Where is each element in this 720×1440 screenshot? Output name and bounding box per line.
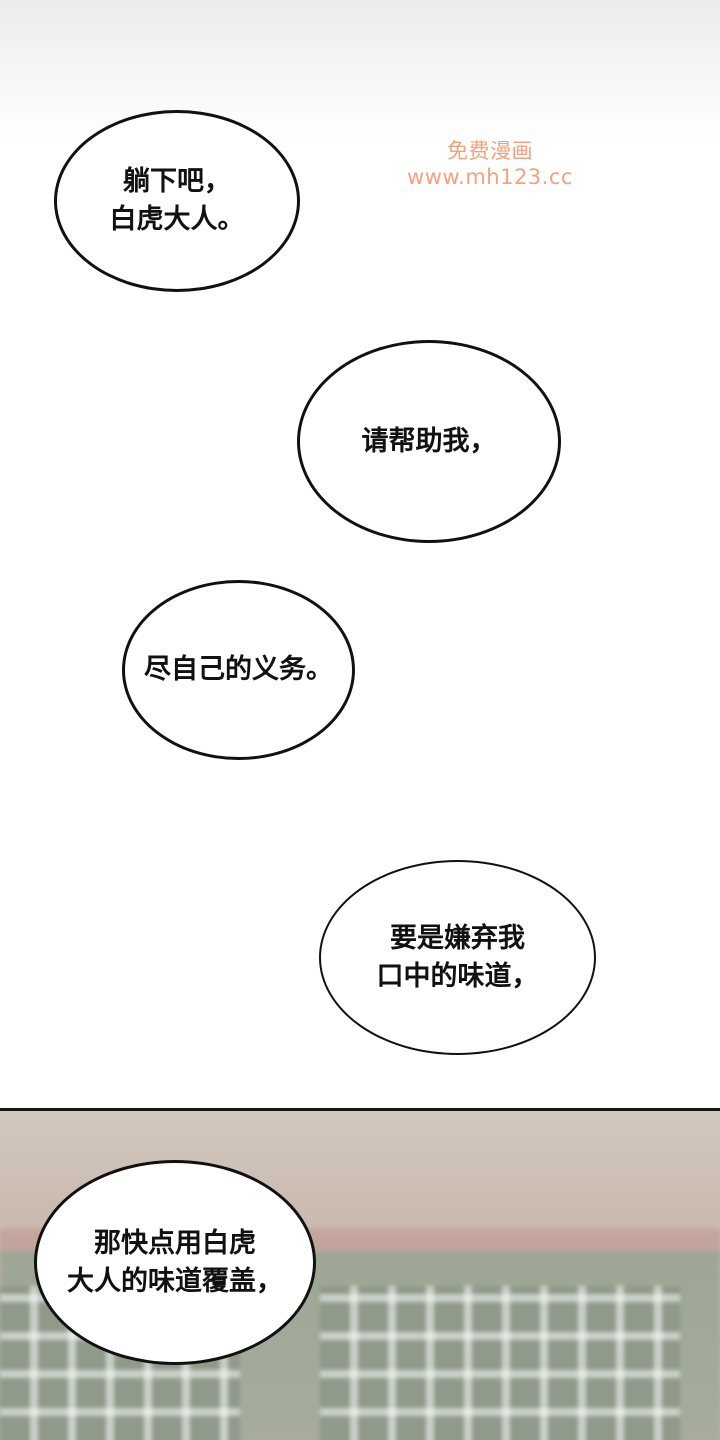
speech-bubble-5: 那快点用白虎 大人的味道覆盖，: [34, 1160, 316, 1365]
watermark-title: 免费漫画: [447, 139, 533, 163]
bubble-1-line-2: 白虎大人。: [109, 204, 245, 235]
bubble-3-line-1: 尽自己的义务。: [144, 654, 333, 685]
bubble-5-line-1: 那快点用白虎: [94, 1227, 256, 1259]
speech-bubble-4: 要是嫌弃我 口中的味道，: [319, 860, 596, 1055]
bubble-4-line-1: 要是嫌弃我: [390, 922, 525, 954]
bubble-5-line-2: 大人的味道覆盖，: [67, 1265, 283, 1297]
top-gradient: [0, 0, 720, 140]
watermark: 免费漫画 www.mh123.cc: [390, 138, 590, 190]
lattice-window-right: [320, 1286, 680, 1440]
speech-bubble-3: 尽自己的义务。: [122, 580, 355, 760]
watermark-url: www.mh123.cc: [407, 165, 573, 189]
bubble-4-line-2: 口中的味道，: [376, 960, 539, 992]
speech-bubble-1: 躺下吧， 白虎大人。: [54, 110, 300, 292]
bubble-2-line-1: 请帮助我，: [361, 425, 497, 457]
bubble-1-line-1: 躺下吧，: [123, 166, 231, 197]
speech-bubble-2: 请帮助我，: [297, 340, 561, 543]
